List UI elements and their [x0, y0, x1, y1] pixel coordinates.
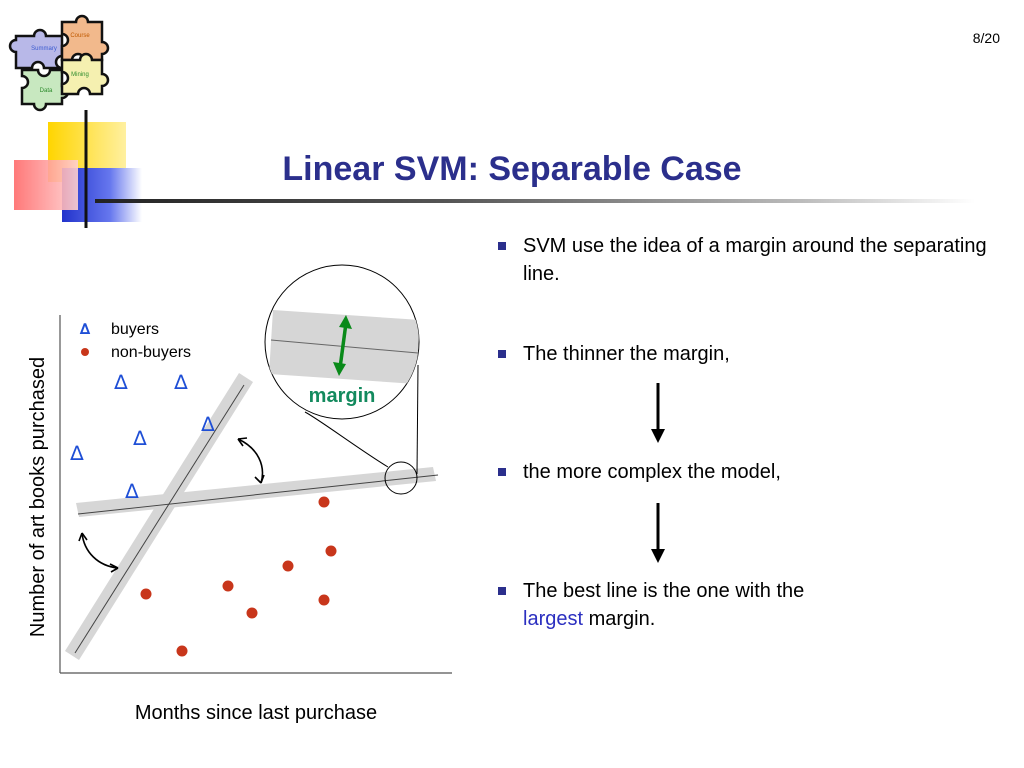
- bullet-mark: [498, 468, 506, 476]
- bullet-mark: [498, 242, 506, 250]
- buyer-point: ∆: [69, 441, 84, 465]
- down-arrow-icon: [651, 383, 665, 443]
- bullet-mark: [498, 350, 506, 358]
- puzzle-piece-summary: [8, 28, 64, 70]
- bullet-mark: [498, 587, 506, 595]
- puzzle-logo: Course Summary Mining Data: [8, 14, 110, 112]
- buyer-point: ∆: [124, 479, 139, 503]
- puzzle-label-data: Data: [40, 88, 53, 94]
- non-buyer-point: [318, 594, 330, 606]
- arrowhead: [237, 437, 248, 447]
- magnifier-connector-right: [416, 364, 419, 475]
- bullet-item: SVM use the idea of a margin around the …: [498, 232, 993, 288]
- non-buyer-point: [246, 607, 258, 619]
- bullet-text: margin.: [588, 608, 656, 630]
- bullet-accent-text: largest: [523, 608, 584, 630]
- non-buyer-point: [176, 645, 188, 657]
- bullet-text: SVM use the idea of a margin around the …: [523, 235, 987, 285]
- puzzle-piece-data: [20, 68, 70, 112]
- non-buyer-point: [140, 588, 152, 600]
- buyer-point: ∆: [113, 370, 128, 394]
- non-buyer-point: [222, 580, 234, 592]
- non-buyer-point: [325, 545, 337, 557]
- svm-figure: Number of art books purchased Months sin…: [27, 264, 452, 724]
- arrowhead: [109, 563, 119, 573]
- puzzle-label-course: Course: [70, 33, 90, 39]
- non-buyer-point: [318, 496, 330, 508]
- bullet-text: the more complex the model,: [523, 461, 781, 483]
- magnified-small-circle: [384, 461, 418, 495]
- bullet-item: The thinner the margin,: [498, 340, 993, 368]
- red-square: [14, 160, 78, 210]
- non-buyer-point: [282, 560, 294, 572]
- bullet-item: the more complex the model,: [498, 458, 993, 486]
- puzzle-label-mining: Mining: [71, 72, 89, 78]
- arrowhead: [254, 474, 265, 484]
- magnifier-connector-left: [304, 411, 389, 468]
- curved-arrow-right: [237, 438, 264, 484]
- y-axis-label: Number of art books purchased: [27, 357, 49, 637]
- legend-non-buyers-dot: [81, 348, 89, 356]
- decorative-squares: [14, 110, 142, 228]
- separating-line-steep: [74, 384, 245, 654]
- margin-label: margin: [309, 385, 376, 407]
- arrowhead: [78, 532, 88, 542]
- arrowhead: [339, 315, 352, 329]
- puzzle-piece-mining: [60, 52, 110, 96]
- slide-title: Linear SVM: Separable Case: [282, 150, 742, 188]
- x-axis-label: Months since last purchase: [135, 702, 377, 724]
- bullet-item: The best line is the one with the larges…: [498, 577, 993, 633]
- curved-arrow-left: [81, 532, 119, 569]
- bullet-text: The best line is the one with the: [523, 580, 805, 602]
- legend-non-buyers-label: non-buyers: [111, 344, 191, 361]
- margin-double-arrow: [338, 322, 348, 369]
- down-arrow-icon: [651, 503, 665, 563]
- arrowhead: [333, 362, 346, 376]
- non-buyer-points: [140, 496, 337, 657]
- buyer-point: ∆: [132, 426, 147, 450]
- page-number: 8/20: [972, 30, 1000, 46]
- puzzle-label-summary: Summary: [31, 46, 57, 52]
- separating-line-flat: [77, 474, 439, 515]
- legend-buyers-label: buyers: [111, 321, 159, 338]
- bullet-text: The thinner the margin,: [523, 343, 730, 365]
- legend-buyers-symbol: ∆: [80, 320, 91, 338]
- title-rule: [95, 199, 975, 203]
- buyer-point: ∆: [200, 412, 215, 436]
- buyer-point: ∆: [173, 370, 188, 394]
- buyer-points: ∆ ∆ ∆ ∆ ∆ ∆: [69, 370, 215, 503]
